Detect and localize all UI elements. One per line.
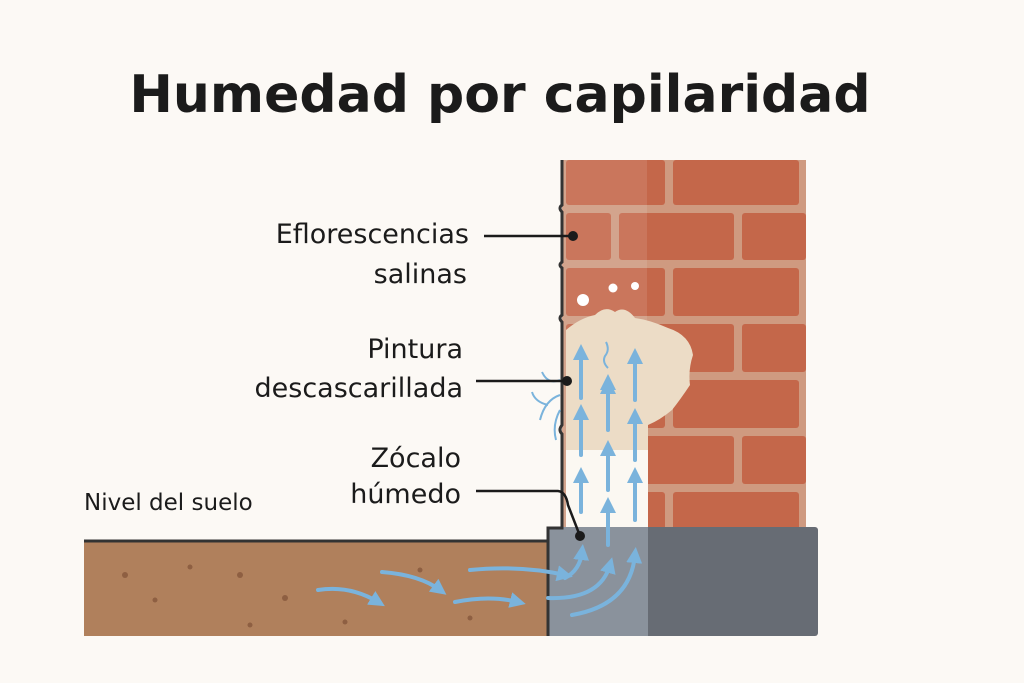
capillary-water-arrows: [316, 344, 643, 617]
label-pintura-line1: Pintura: [367, 334, 463, 365]
diagram-title: Humedad por capilaridad: [129, 65, 870, 125]
paint-wisp: [603, 341, 609, 369]
foundation: [548, 527, 818, 636]
label-zocalo-line1: Zócalo: [371, 443, 461, 474]
label-eflorescencias-line2: salinas: [374, 259, 467, 290]
soil: [84, 539, 550, 636]
leader-dots: [562, 231, 585, 541]
peeling-paint: [566, 309, 693, 459]
brick-wall: [562, 160, 806, 530]
label-nivel-suelo: Nivel del suelo: [84, 490, 253, 516]
label-eflorescencias-line1: Eflorescencias: [276, 219, 469, 250]
wall-outline: [546, 160, 564, 636]
label-pintura-line2: descascarillada: [255, 373, 464, 404]
label-zocalo-line2: húmedo: [350, 479, 461, 510]
leader-lines: [476, 234, 582, 537]
salt-efflorescence-dots: [577, 282, 639, 306]
